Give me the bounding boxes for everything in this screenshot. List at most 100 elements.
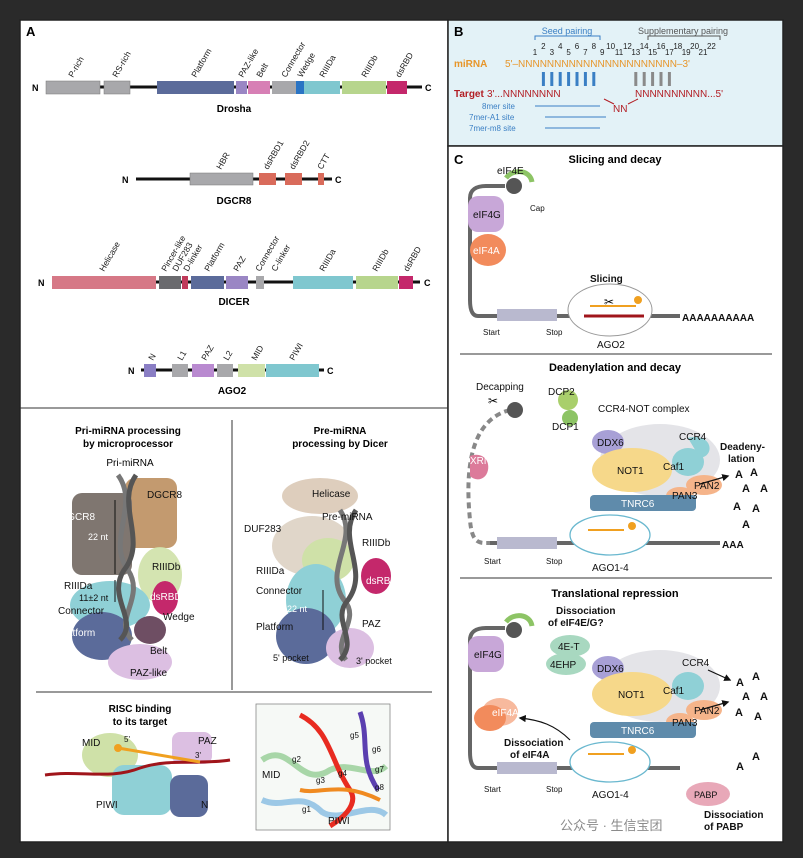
dicer-n-terminus: N <box>38 278 45 288</box>
position-number: 16 <box>657 42 666 51</box>
svg-text:DGCR8: DGCR8 <box>147 490 182 501</box>
ago2-domain-mid <box>238 364 265 377</box>
svg-text:Dissociation: Dissociation <box>556 606 615 617</box>
position-number: 7 <box>583 48 588 57</box>
svg-text:miRNA: miRNA <box>454 59 487 70</box>
position-number: 20 <box>690 42 699 51</box>
microprocessor-cartoon: Pri-miRNA processing by microprocessor P… <box>58 426 195 680</box>
panel-b-seed-diagram: Seed pairing Supplementary pairing 12345… <box>454 26 728 133</box>
svg-text:Pre-miRNA: Pre-miRNA <box>322 512 373 523</box>
drosha-domain-riiidb <box>342 81 386 94</box>
svg-text:8mer site: 8mer site <box>482 102 515 111</box>
svg-text:TNRC6: TNRC6 <box>621 726 655 737</box>
svg-text:22 nt: 22 nt <box>287 604 308 614</box>
ago2-name: AGO2 <box>218 386 247 397</box>
svg-text:3' pocket: 3' pocket <box>356 656 392 666</box>
svg-text:5': 5' <box>124 735 130 744</box>
svg-text:Translational repression: Translational repression <box>551 588 678 600</box>
svg-text:DUF283: DUF283 <box>244 524 282 535</box>
svg-text:A: A <box>736 761 744 773</box>
svg-text:DCP1: DCP1 <box>552 422 579 433</box>
position-number: 18 <box>673 42 682 51</box>
svg-text:A: A <box>736 677 744 689</box>
svg-text:Dissociation: Dissociation <box>504 738 563 749</box>
svg-text:g2: g2 <box>292 755 301 764</box>
svg-text:by microprocessor: by microprocessor <box>83 439 173 450</box>
svg-text:RIIIDb: RIIIDb <box>362 538 391 549</box>
position-number: 14 <box>640 42 649 51</box>
dgcr8-n-terminus: N <box>122 175 129 185</box>
dgcr8-domain-dsrbd1 <box>259 173 276 185</box>
svg-text:A: A <box>735 469 743 481</box>
svg-text:A: A <box>733 501 741 513</box>
drosha-name: Drosha <box>217 104 252 115</box>
svg-text:5' pocket: 5' pocket <box>273 653 309 663</box>
svg-text:A: A <box>742 483 750 495</box>
decapping-scissors-icon: ✂ <box>488 394 498 408</box>
drosha-domain-platform <box>157 81 234 94</box>
svg-text:PAZ: PAZ <box>198 736 217 747</box>
svg-text:DDX6: DDX6 <box>597 664 624 675</box>
panel-c-frame <box>447 145 784 843</box>
svg-text:eIF4A: eIF4A <box>473 246 500 257</box>
svg-text:g7: g7 <box>375 765 384 774</box>
svg-text:7mer-m8 site: 7mer-m8 site <box>469 124 516 133</box>
scissors-icon: ✂ <box>604 295 614 309</box>
dgcr8-domain-hbr <box>189 172 254 186</box>
risc-cartoon: RISC binding to its target MID 5' PAZ 3'… <box>44 704 231 817</box>
svg-text:Pri-miRNA processing: Pri-miRNA processing <box>75 426 181 437</box>
drosha-domain-wedge <box>296 81 304 94</box>
pairing-bar <box>592 72 596 86</box>
dicer-name: DICER <box>218 297 250 308</box>
svg-text:DCP2: DCP2 <box>548 387 575 398</box>
position-number: 1 <box>533 48 538 57</box>
svg-text:Helicase: Helicase <box>312 489 351 500</box>
svg-text:g6: g6 <box>372 745 381 754</box>
svg-text:A: A <box>760 691 768 703</box>
svg-text:g4: g4 <box>338 769 347 778</box>
position-number: 12 <box>623 42 632 51</box>
svg-text:PIWI: PIWI <box>96 800 118 811</box>
ago2-n-terminus: N <box>128 366 135 376</box>
position-number: 19 <box>682 48 691 57</box>
dgcr8-domain-ctt <box>318 173 324 185</box>
drosha-domain-belt <box>248 81 270 94</box>
pairing-bar <box>583 72 587 86</box>
svg-text:A: A <box>754 711 762 723</box>
svg-text:g5: g5 <box>350 731 359 740</box>
position-number: 9 <box>600 48 605 57</box>
svg-text:A: A <box>760 483 768 495</box>
dicer-domain-riiida <box>293 276 353 289</box>
svg-text:Platform: Platform <box>58 628 95 639</box>
svg-text:Supplementary pairing: Supplementary pairing <box>638 26 728 36</box>
svg-text:g8: g8 <box>375 783 384 792</box>
svg-text:Slicing and decay: Slicing and decay <box>569 154 663 166</box>
svg-text:4EHP: 4EHP <box>550 660 576 671</box>
svg-text:AAAAAAAAAA: AAAAAAAAAA <box>682 313 754 324</box>
ago2-domain-paz <box>192 364 214 377</box>
svg-text:3'...NNNNNNNN: 3'...NNNNNNNN <box>487 89 561 100</box>
svg-text:RIIIDa: RIIIDa <box>256 566 285 577</box>
ago2-domain-l1 <box>172 364 188 377</box>
svg-text:PAZ: PAZ <box>362 619 381 630</box>
svg-text:of eIF4A: of eIF4A <box>510 750 549 761</box>
svg-text:processing by Dicer: processing by Dicer <box>292 439 388 450</box>
position-number: 17 <box>665 48 674 57</box>
position-number: 2 <box>541 42 546 51</box>
svg-text:PABP: PABP <box>694 790 717 800</box>
pairing-bar <box>575 72 579 86</box>
svg-text:Deadenylation and decay: Deadenylation and decay <box>549 362 682 374</box>
pairing-bar <box>667 72 671 86</box>
position-number: 13 <box>631 48 640 57</box>
dicer-domain-pincer-like <box>159 276 181 289</box>
drosha-n-terminus: N <box>32 83 39 93</box>
position-number: 10 <box>606 42 615 51</box>
svg-text:NNNNNNNNNN...5': NNNNNNNNNN...5' <box>635 89 723 100</box>
svg-text:Connector: Connector <box>58 606 105 617</box>
svg-text:XRN1: XRN1 <box>470 456 497 467</box>
svg-text:CCR4: CCR4 <box>679 432 707 443</box>
svg-text:Decapping: Decapping <box>476 382 524 393</box>
svg-text:eIF4A: eIF4A <box>492 708 519 719</box>
dgcr8-name: DGCR8 <box>216 196 251 207</box>
translational-repression: Translational repression Dissociation of… <box>468 588 768 833</box>
